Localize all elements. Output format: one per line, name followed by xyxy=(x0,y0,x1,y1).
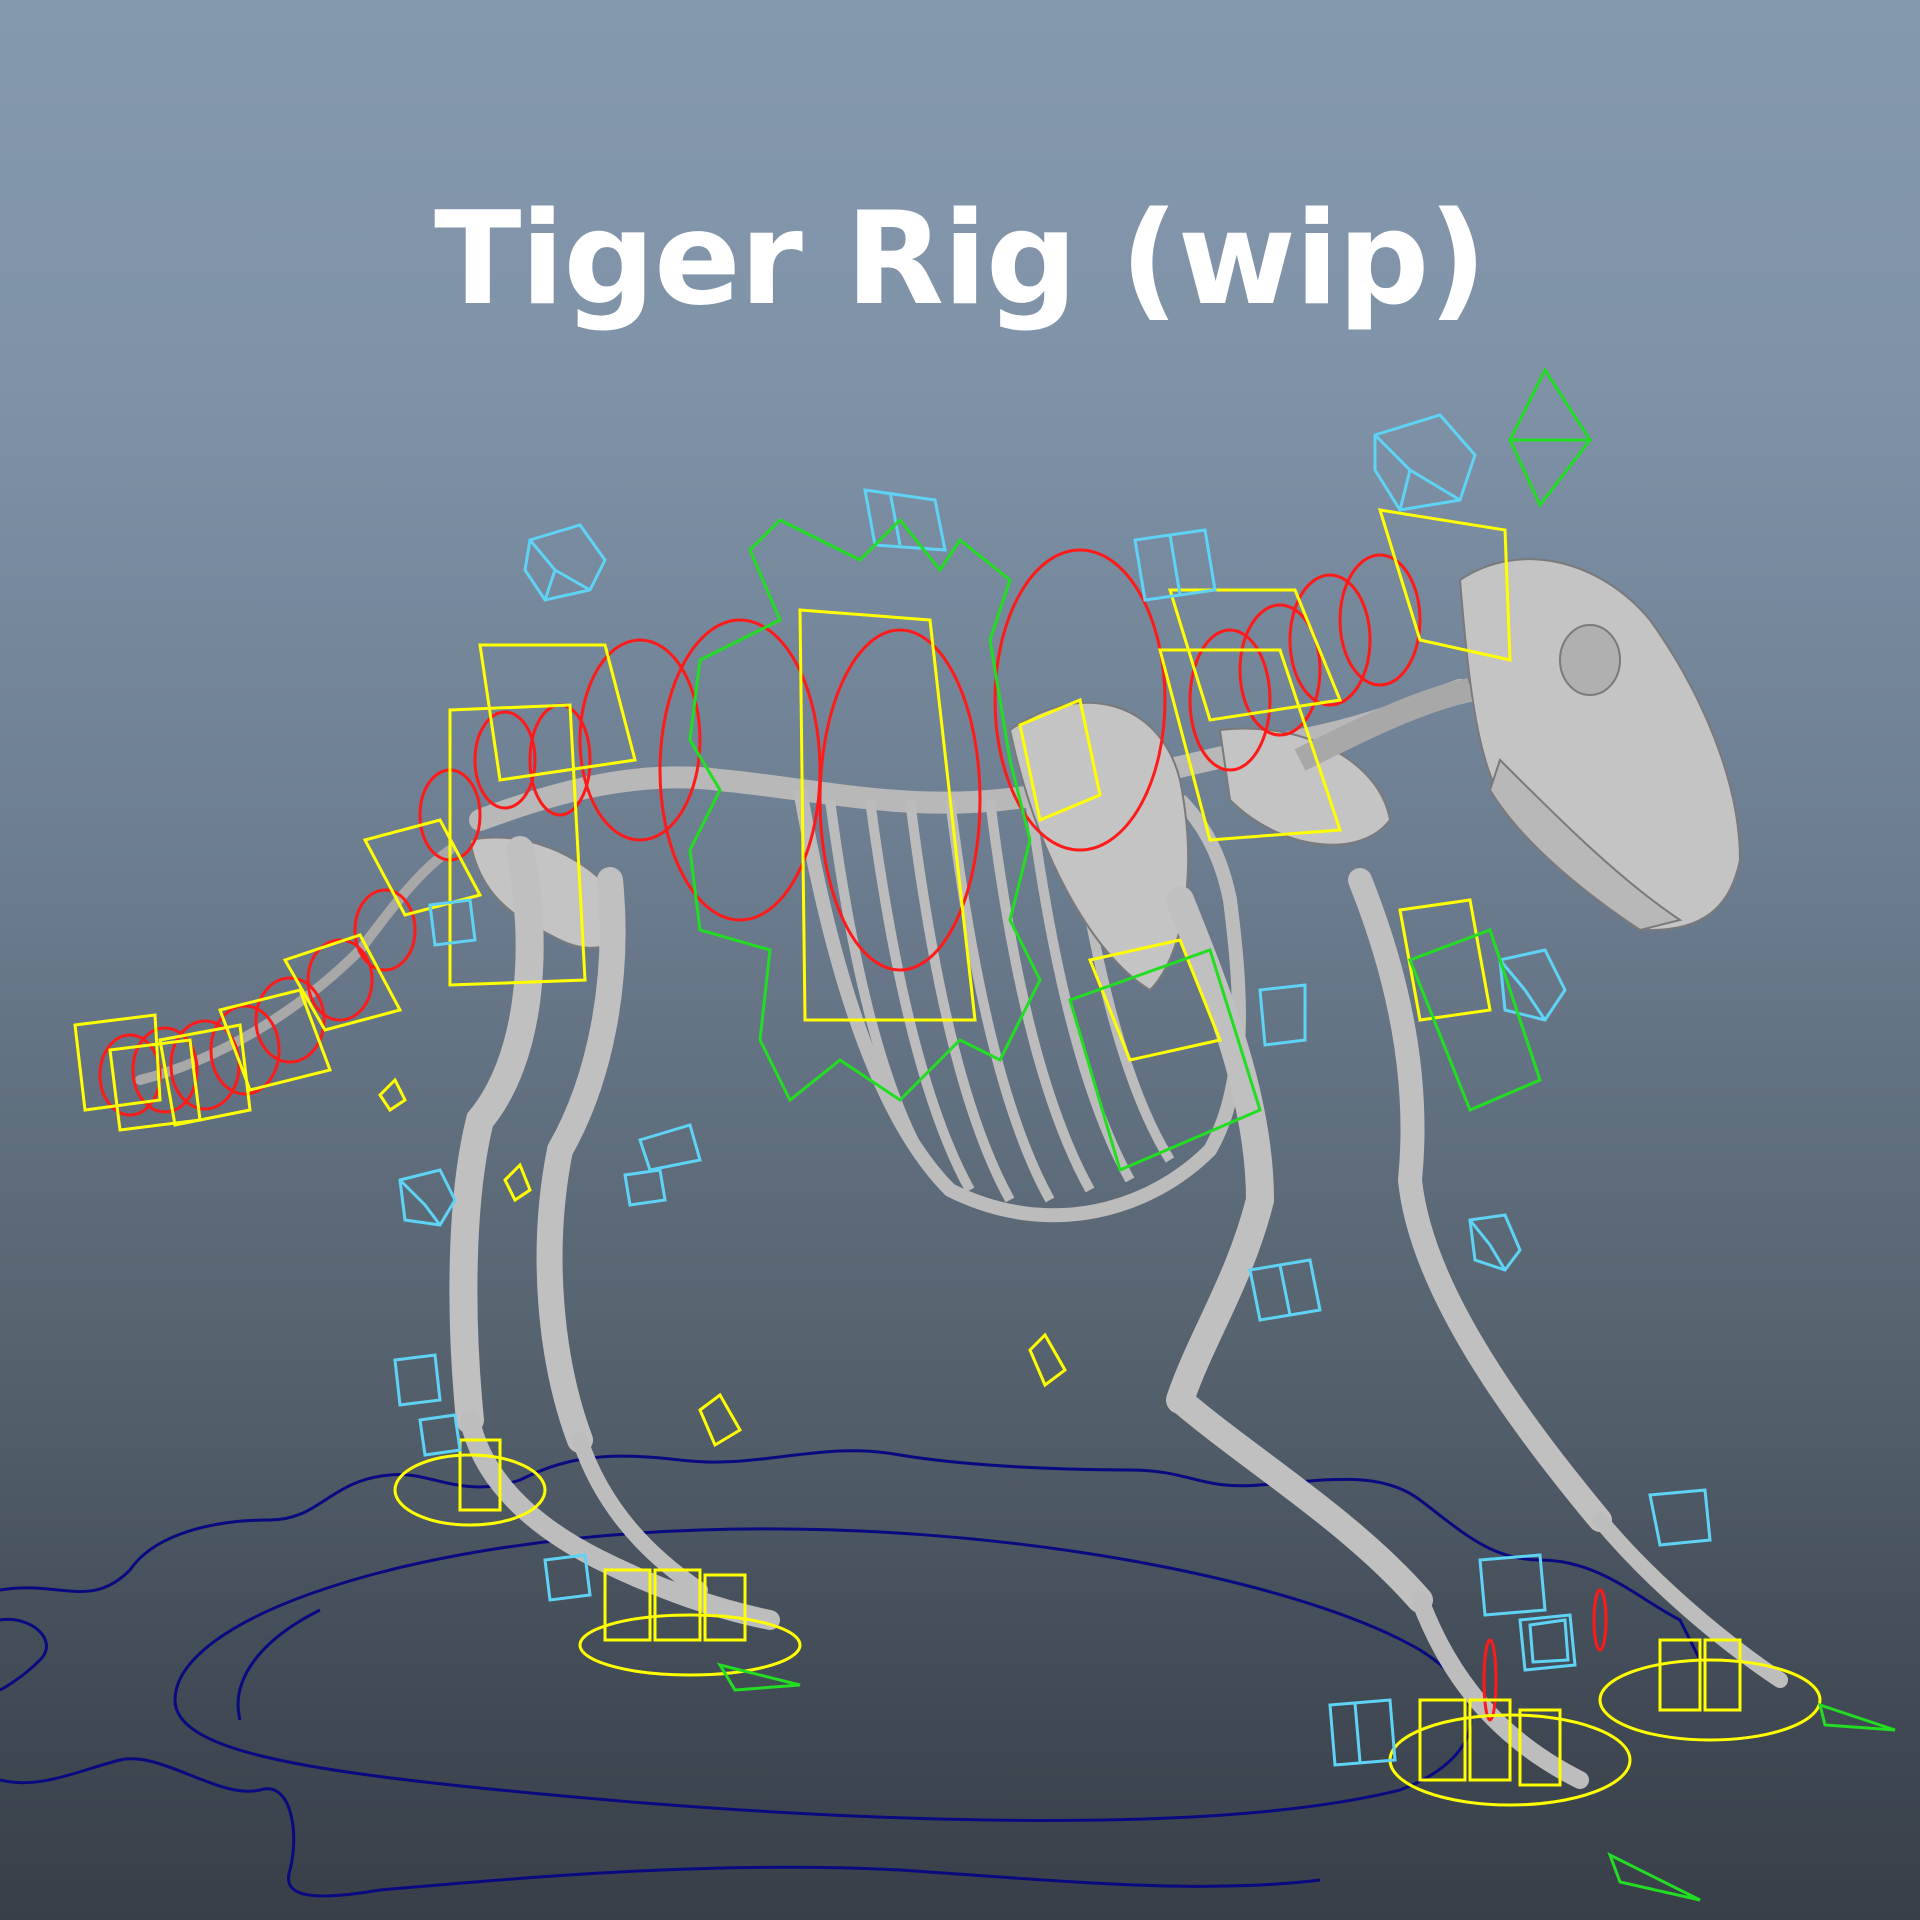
cube-controls[interactable] xyxy=(393,413,1712,1767)
ik-box-controls[interactable] xyxy=(73,508,1822,1807)
page-title: Tiger Rig (wip) xyxy=(434,185,1487,334)
ground-control-curve[interactable] xyxy=(0,1449,1702,1898)
spine-gear-controls[interactable] xyxy=(688,366,1896,1902)
tiger-skeleton xyxy=(135,558,1788,1789)
